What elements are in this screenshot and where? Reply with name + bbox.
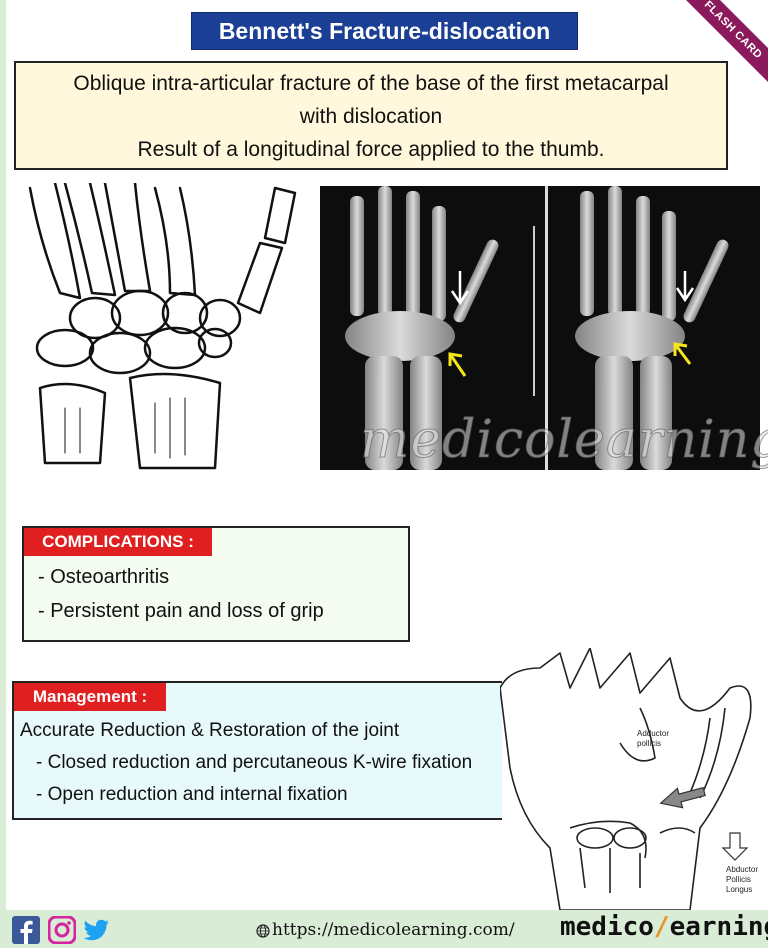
twitter-icon[interactable] [82, 916, 110, 944]
down-arrow-icon [721, 832, 749, 861]
watermark: medicolearning [360, 410, 768, 471]
definition-box: Oblique intra-articular fracture of the … [14, 61, 728, 170]
logo-text-part1: medico [560, 912, 654, 942]
abductor-label-line3: Longus [726, 885, 752, 894]
instagram-icon[interactable] [48, 916, 76, 944]
website-link[interactable]: https://medicolearning.com/ [272, 920, 515, 940]
yellow-arrow-icon [448, 342, 692, 377]
management-intro: Accurate Reduction & Restoration of the … [20, 720, 400, 741]
side-stripe [0, 0, 6, 948]
facebook-icon[interactable] [12, 916, 40, 944]
complication-item: - Persistent pain and loss of grip [38, 600, 324, 622]
management-label: Management : [14, 683, 166, 711]
definition-line-2: with dislocation [299, 105, 443, 128]
page-title: Bennett's Fracture-dislocation [191, 12, 578, 50]
logo-pencil-icon: / [653, 912, 670, 942]
abductor-label-line1: Abductor [726, 865, 758, 874]
definition-line-1: Oblique intra-articular fracture of the … [73, 72, 669, 95]
adductor-label-line2: pollicis [637, 739, 661, 748]
definition-line-3: Result of a longitudinal force applied t… [137, 138, 605, 161]
logo-text-part2: earning [669, 912, 768, 942]
wrist-bones-illustration [28, 183, 297, 470]
pull-arrow-icon [659, 786, 706, 809]
brand-logo: medico/earning [560, 912, 768, 942]
management-item: - Closed reduction and percutaneous K-wi… [36, 752, 473, 773]
globe-icon [256, 924, 270, 938]
hand-muscle-illustration: Adductor pollicis Abductor Pollicis Long… [500, 648, 758, 910]
abductor-label-line2: Pollicis [726, 875, 751, 884]
footer-bar [0, 910, 768, 948]
xray-images [320, 186, 760, 470]
xray-drawing [320, 186, 760, 470]
complication-item: - Osteoarthritis [38, 566, 170, 588]
complications-label: COMPLICATIONS : [24, 528, 212, 556]
white-arrow-icon [450, 271, 695, 306]
adductor-label-line1: Adductor [637, 729, 669, 738]
management-item: - Open reduction and internal fixation [36, 784, 348, 805]
xray-divider [545, 186, 548, 470]
